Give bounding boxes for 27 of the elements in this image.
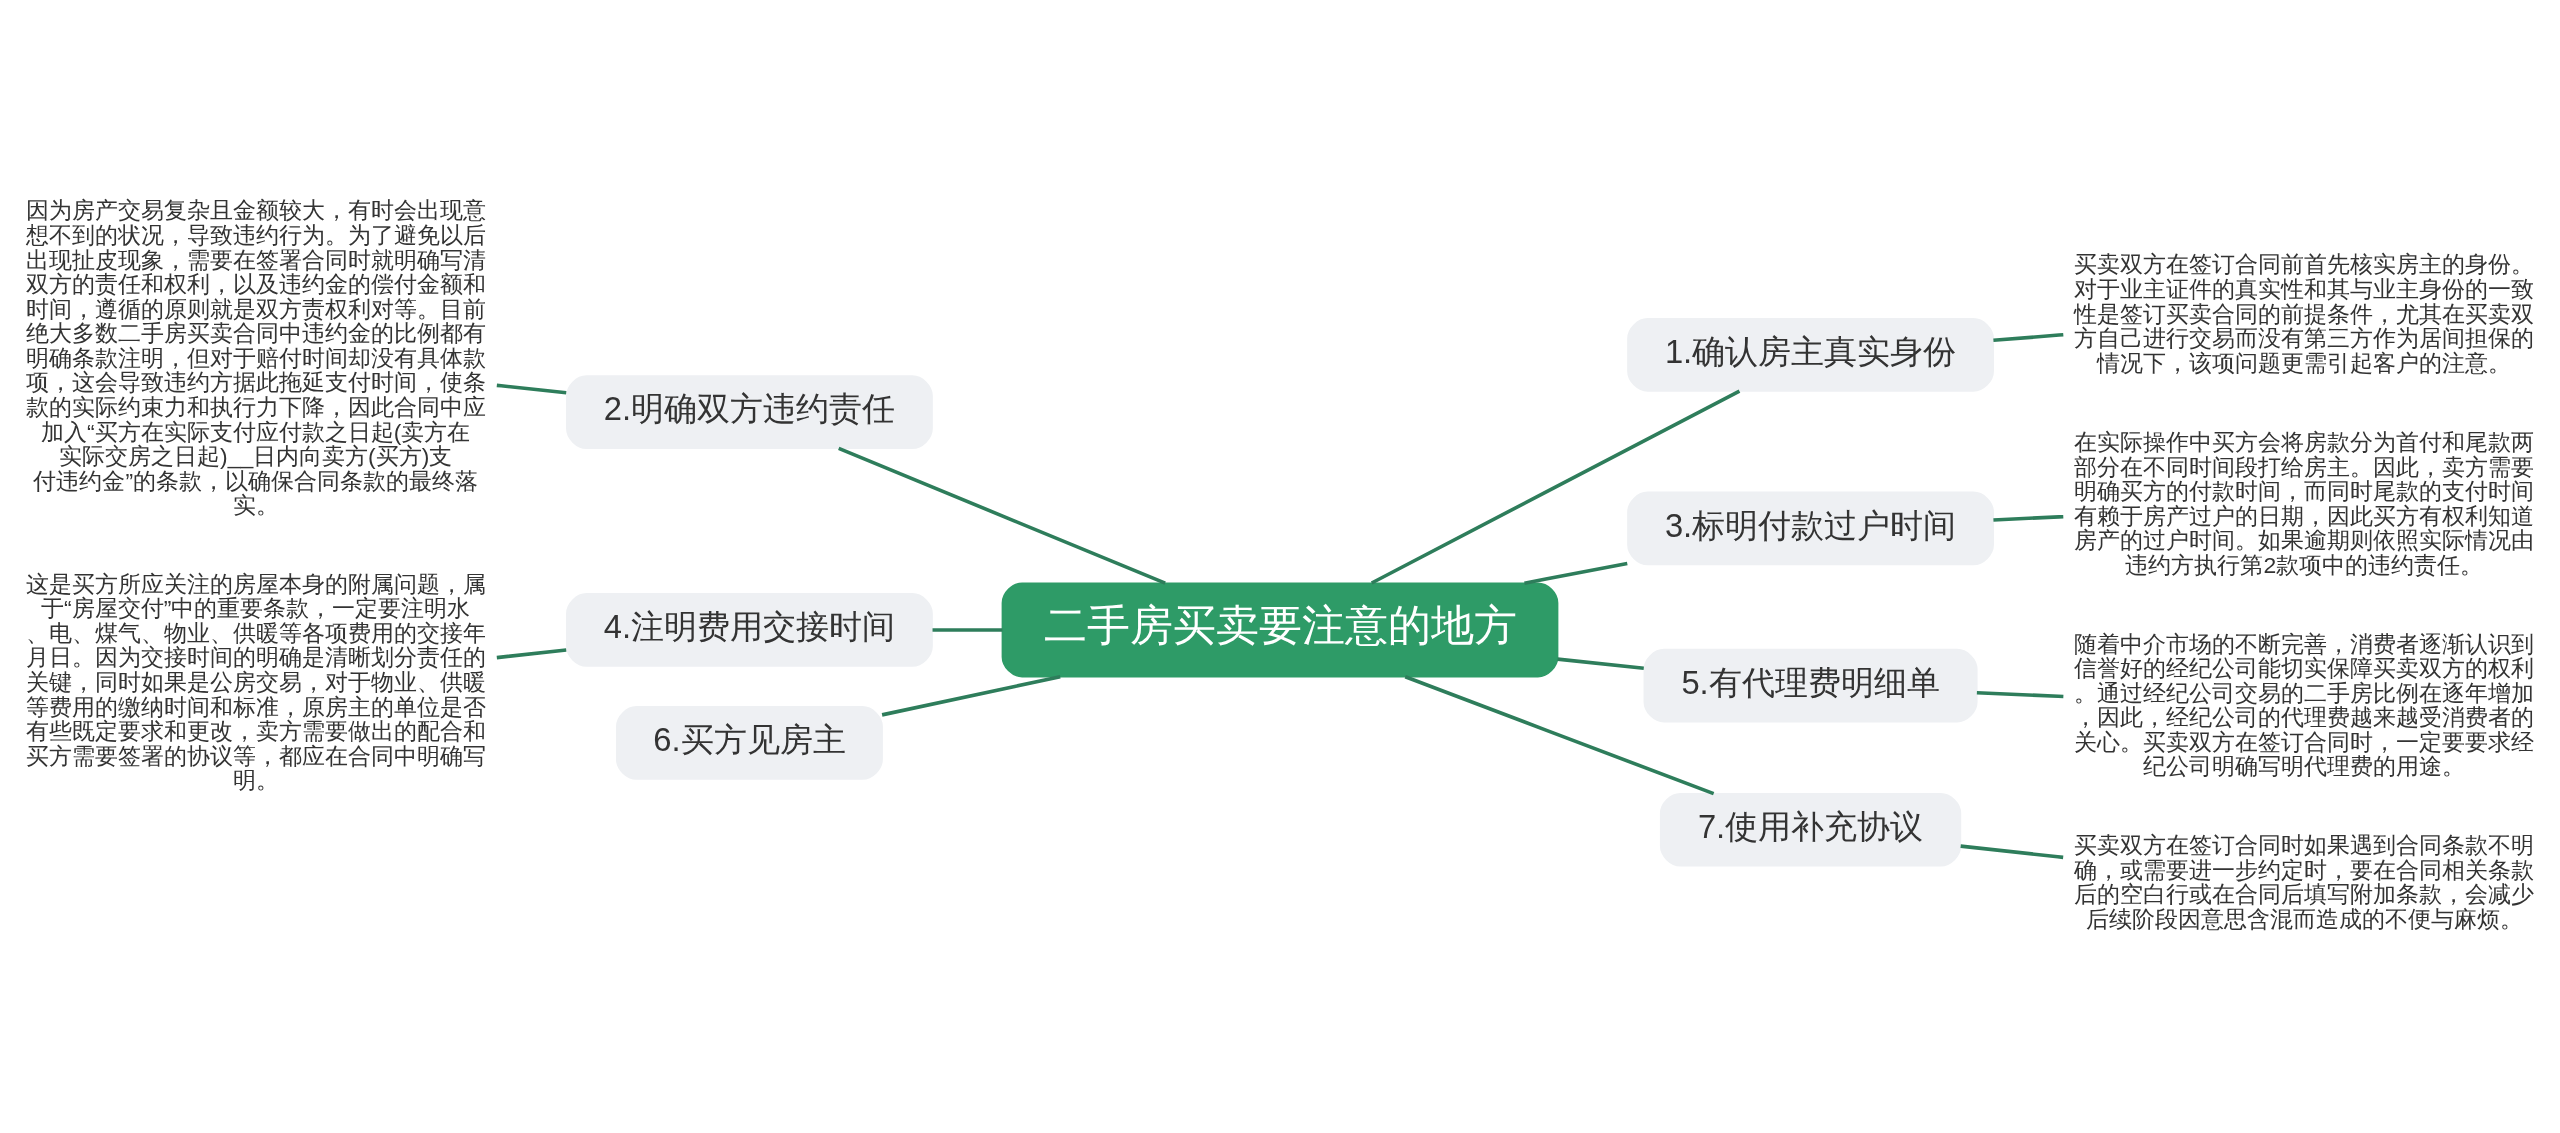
node-text: 这是买方所应关注的房屋本身的附属问题，属于“房屋交付”中的重要条款，一定要注明水、电、煤气、物业、供暖等各项费用的交接年月日。因为交接时间的明确是清晰划分责任的关键，同时如果是公房交易，对于物业、供暖等费用的缴纳时间和标准，原房主的单位是否有些既定要求和更改，卖方需要做出的配合和买方需要签署的协议等，都应在合同中明确写明。: [25, 570, 486, 794]
connector: [1524, 561, 1628, 585]
node-box: 7.使用补充协议: [1659, 792, 1962, 867]
node-text: 随着中介市场的不断完善，消费者逐渐认识到信誉好的经纪公司能切实保障买卖双方的权利。通过经纪公司交易的二手房比例在逐年增加，因此，经纪公司的代理费越来越受消费者的关心。买卖双方在签订合同时，一定要要求经纪公司明确写明代理费的用途。: [2074, 630, 2535, 780]
node-box: 6.买方见房主: [615, 706, 883, 780]
node-box: 2.明确双方违约责任: [566, 375, 933, 449]
node-box: 4.注明费用交接时间: [566, 593, 933, 667]
connector: [932, 628, 1003, 632]
node-box: 5.有代理费明细单: [1643, 648, 1978, 723]
node-box: 3.标明付款过户时间: [1627, 491, 1994, 566]
node-box: 二手房买卖要注意的地方: [1001, 582, 1559, 678]
connector: [1557, 657, 1644, 670]
node-text: 因为房产交易复杂且金额较大，有时会出现意想不到的状况，导致违约行为。为了避免以后出现扯皮现象，需要在签署合同时就明确写清双方的责任和权利，以及违约金的偿付金额和时间，遵循的原则就是双方责权利对等。目前绝大多数二手房买卖合同中违约金的比例都有明确条款注明，但对于赔付时间却没有具体款项，这会导致违约方据此拖延支付时间，使条款的实际约束力和执行力下降，因此合同中应加入“买方在实际支付应付款之日起(卖方在实际交房之日起)__日内向卖方(买方)支付违约金”的条款，以确保合同条款的最终落实。: [25, 197, 486, 519]
connector: [1976, 690, 2064, 699]
node-box: 1.确认房主真实身份: [1627, 318, 1994, 392]
connector: [1993, 332, 2064, 343]
connector: [1370, 389, 1741, 585]
node-text: 在实际操作中买方会将房款分为首付和尾款两部分在不同时间段打给房主。因此，卖方需要明确买方的付款时间，而同时尾款的支付时间有赖于房产过户的日期，因此买方有权利知道房产的过户时间。如果逾期则依照实际情况由违约方执行第2款项中的违约责任。: [2074, 429, 2535, 578]
node-text: 买卖双方在签订合同时如果遇到合同条款不明确，或需要进一步约定时，要在合同相关条款后的空白行或在合同后填写附加条款，会减少后续阶段因意思含混而造成的不便与麻烦。: [2074, 831, 2535, 932]
connector: [496, 383, 567, 395]
connector: [1404, 675, 1715, 796]
node-text: 买卖双方在签订合同前首先核实房主的身份。对于业主证件的真实性和其与业主身份的一致性是签订买卖合同的前提条件，尤其在买卖双方自己进行交易而没有第三方作为居间担保的情况下，该项问题更需引起客户的注意。: [2074, 251, 2535, 376]
connector: [1993, 514, 2064, 522]
connector: [881, 674, 1061, 717]
connector: [838, 446, 1166, 585]
connector: [496, 648, 567, 660]
connector: [1960, 844, 2064, 860]
